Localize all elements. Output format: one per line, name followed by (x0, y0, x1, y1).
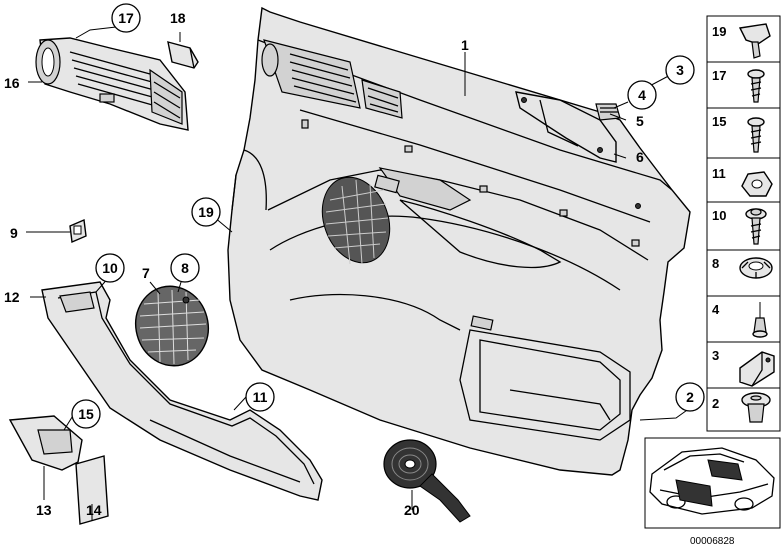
callout-18: 18 (170, 10, 186, 26)
callout-12: 12 (4, 289, 20, 305)
adhesive-tape-roll-part-20 (383, 439, 471, 523)
callout-5: 5 (636, 113, 644, 129)
door-trim-panel (227, 6, 691, 476)
cover-cap-part-18 (167, 41, 199, 69)
side-label-19: 19 (712, 24, 726, 39)
side-label-15: 15 (712, 114, 726, 129)
speaker-grille-part-7-8 (135, 285, 209, 367)
callout-17: 17 (118, 10, 134, 26)
foam-pad-part-14 (75, 455, 109, 525)
washer-screw-icon (745, 208, 767, 245)
callout-2: 2 (686, 389, 694, 405)
callout-19-bubble (191, 197, 221, 227)
side-label-10: 10 (712, 208, 726, 223)
callout-3: 3 (676, 62, 684, 78)
car-location-thumbnail (644, 437, 781, 529)
fastener-side-panel: 19 17 15 11 10 8 4 3 2 (706, 15, 781, 432)
callout-3-bubble (665, 55, 695, 85)
bracket-icon (739, 351, 775, 387)
screw-icon (747, 117, 765, 153)
rivet-icon (752, 302, 768, 338)
side-label-17: 17 (712, 68, 726, 83)
clip-icon (738, 23, 771, 59)
callout-6: 6 (636, 149, 644, 165)
panel-speaker-grille (321, 176, 391, 265)
callout-16: 16 (4, 75, 20, 91)
callout-1: 1 (461, 37, 469, 53)
mounting-bracket-part-6 (515, 91, 617, 163)
screw-icon (747, 69, 765, 103)
door-vent-grille (289, 53, 357, 103)
callout-15-bubble (71, 399, 101, 429)
callout-8: 8 (181, 260, 189, 276)
callout-20: 20 (404, 502, 420, 518)
side-label-8: 8 (712, 256, 719, 271)
switch-part-5 (595, 103, 621, 121)
callout-labels: 1 17 18 16 9 19 10 12 7 8 3 4 5 6 11 2 1… (4, 3, 705, 518)
side-label-2: 2 (712, 396, 719, 411)
air-vent-part-16 (35, 37, 189, 131)
drawing-number: 00006828 (690, 536, 735, 547)
callout-10-bubble (95, 253, 125, 283)
callout-11: 11 (253, 389, 268, 405)
side-label-4: 4 (712, 302, 720, 317)
callout-8-bubble (170, 253, 200, 283)
grommet-icon (739, 257, 773, 279)
callout-4: 4 (638, 87, 646, 103)
callout-11-bubble (245, 382, 275, 412)
callout-2-bubble (675, 382, 705, 412)
callout-9: 9 (10, 225, 18, 241)
expanding-clip-icon (741, 392, 771, 423)
armrest-part-12 (41, 281, 323, 501)
callout-10: 10 (102, 260, 118, 276)
storage-pocket-part-13 (8, 415, 83, 471)
nut-icon (741, 171, 773, 197)
callout-19: 19 (198, 204, 214, 220)
side-label-3: 3 (712, 348, 719, 363)
side-label-11: 11 (712, 166, 726, 181)
clip-part-9 (69, 218, 87, 244)
callout-13: 13 (36, 502, 52, 518)
callout-17-bubble (111, 3, 141, 33)
callout-15: 15 (78, 406, 94, 422)
callout-4-bubble (627, 80, 657, 110)
callout-7: 7 (142, 265, 150, 281)
callout-14: 14 (86, 502, 102, 518)
